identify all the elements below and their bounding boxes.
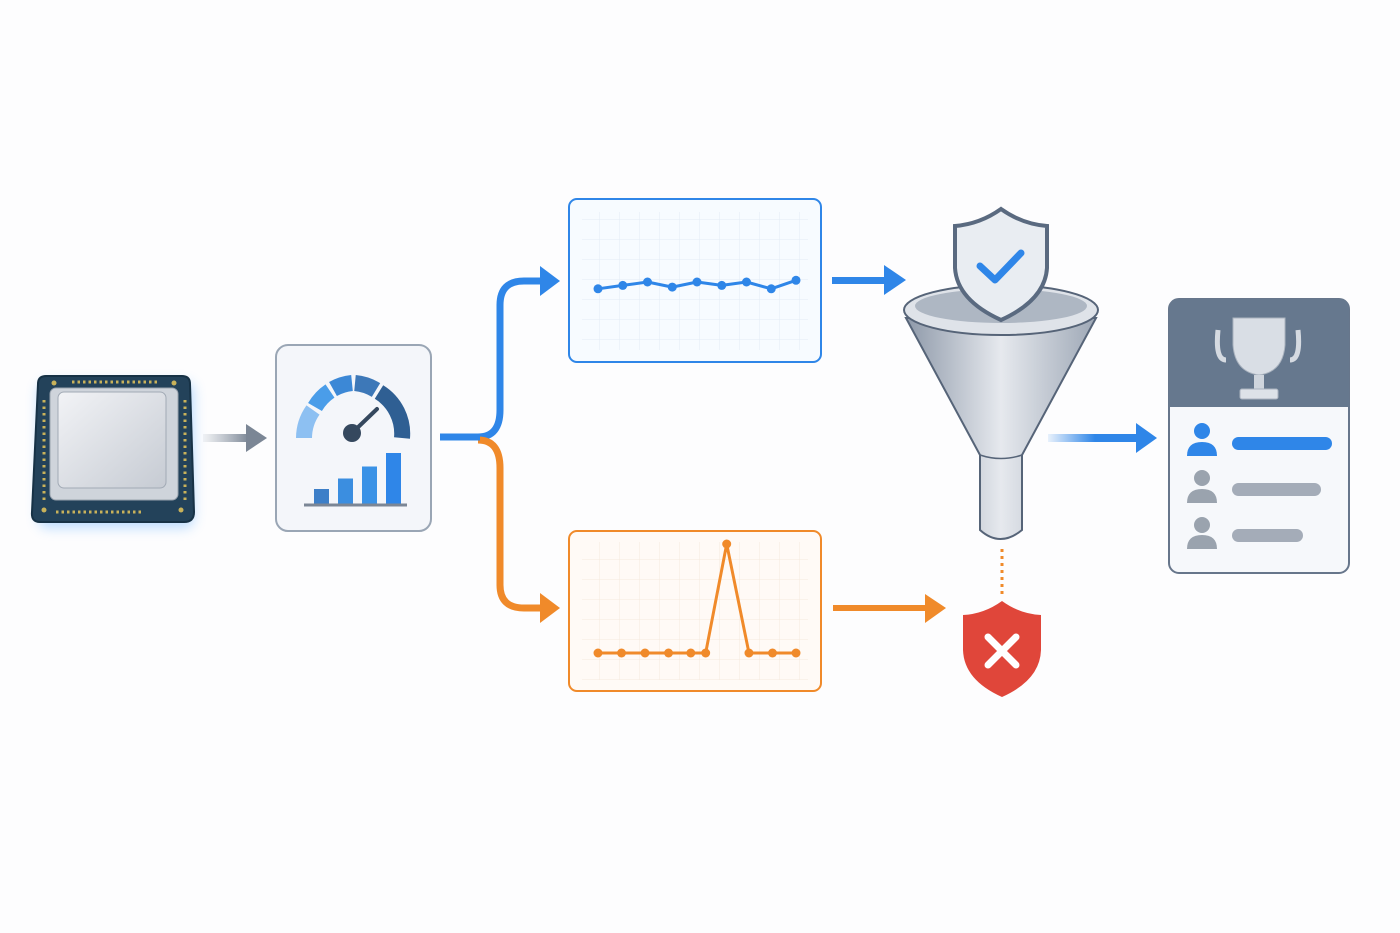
data-point [692, 277, 702, 287]
leaderboard-row-2 [1187, 470, 1321, 503]
data-point [618, 280, 628, 290]
data-point [767, 648, 777, 658]
data-point [742, 277, 751, 287]
data-point [744, 648, 754, 658]
data-point [617, 648, 627, 658]
leaderboard-row-1 [1187, 423, 1332, 456]
data-point [640, 648, 650, 658]
cpu-chip-icon [30, 375, 196, 528]
data-point [791, 648, 801, 658]
gauge-bar-chart [314, 453, 401, 504]
spike-series-line [598, 542, 796, 655]
data-point [791, 275, 801, 285]
gauge-bar [338, 478, 353, 504]
validation-funnel-icon [903, 284, 1099, 540]
benchmark-gauge-panel [275, 344, 432, 532]
data-point [686, 648, 696, 658]
data-point [701, 648, 711, 658]
data-point [664, 648, 674, 658]
arrow-funnel-to-leaderboard [1048, 423, 1157, 453]
stable-result-chart [568, 198, 822, 363]
branch-connectors [440, 277, 548, 612]
arrow-stable-to-funnel [832, 265, 906, 295]
spiky-result-chart [568, 530, 822, 692]
data-point [722, 539, 732, 549]
arrow-head-orange [540, 593, 560, 623]
arrow-chip-to-gauge [203, 424, 267, 452]
gauge-bar [314, 489, 329, 504]
arrow-head-blue [540, 266, 560, 296]
gauge-icon [296, 375, 411, 442]
leaderboard-row-3 [1187, 517, 1303, 549]
gauge-bar [386, 453, 401, 504]
data-point [593, 284, 603, 294]
data-point [766, 284, 776, 294]
gauge-bar [362, 466, 377, 504]
leaderboard-card [1168, 298, 1350, 574]
data-point [667, 282, 677, 292]
trophy-icon [1214, 317, 1302, 400]
shield-check-icon [953, 206, 1049, 323]
shield-x-icon [963, 601, 1041, 697]
data-point [717, 280, 727, 290]
data-point [643, 277, 652, 287]
arrow-spike-to-reject [833, 594, 946, 623]
data-point [593, 648, 603, 658]
